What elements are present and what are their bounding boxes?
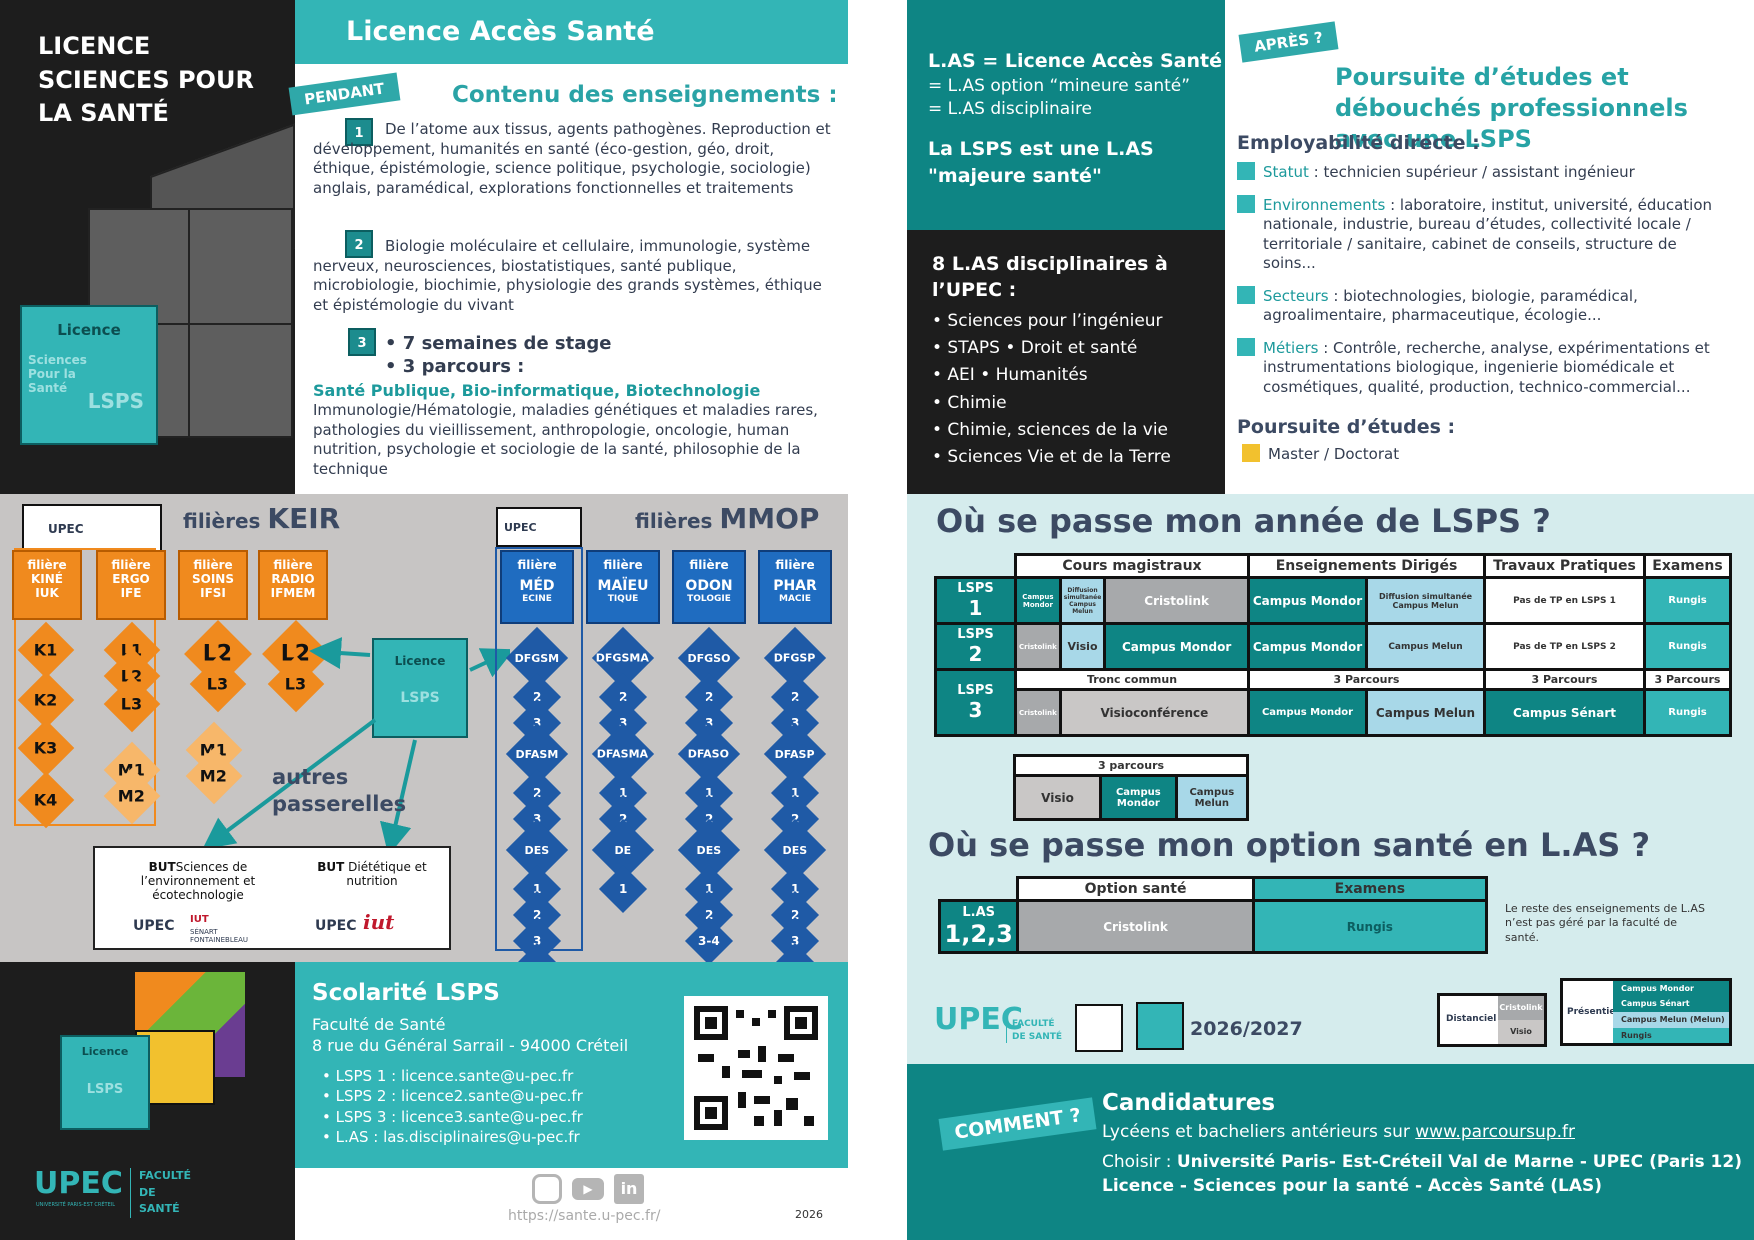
parcours-list: Santé Publique, Bio-informatique, Biotec…: [313, 381, 761, 400]
candidatures-line2: Choisir : Université Paris- Est-Créteil …: [1102, 1152, 1742, 1172]
scolarite-address: Faculté de Santé 8 rue du Général Sarrai…: [312, 1015, 629, 1055]
parcoursup-link[interactable]: www.parcoursup.fr: [1415, 1122, 1575, 1142]
upec-logo: UPEC: [315, 918, 357, 934]
disc-title: 8 L.AS disciplinaires à l’UPEC :: [932, 253, 1168, 301]
las-definition: L.AS = Licence Accès Santé = L.AS option…: [928, 50, 1222, 187]
scolarite-title: Scolarité LSPS: [312, 980, 500, 1006]
content-item-3: Immunologie/Hématologie, maladies généti…: [313, 401, 818, 478]
faculte-label: FACULTÉ DE SANTÉ: [130, 1168, 200, 1218]
academic-year: 2026/2027: [1190, 1018, 1303, 1040]
upec-logo: UPEC: [133, 918, 175, 934]
annee-title: Où se passe mon année de LSPS ?: [936, 502, 1551, 540]
poursuite-title: Poursuite d’études :: [1237, 416, 1456, 438]
keir-title: filières KEIR: [183, 502, 341, 535]
youtube-icon[interactable]: ▶: [572, 1178, 604, 1200]
banner: [295, 0, 848, 64]
content-item-3-bullets: • 7 semaines de stage • 3 parcours :: [385, 333, 612, 378]
site-url-link[interactable]: https://sante.u-pec.fr/: [508, 1208, 661, 1224]
number-cube-icon: 3: [348, 328, 376, 356]
poursuite-item: Master / Doctorat: [1242, 444, 1399, 465]
candidatures-line3: Licence - Sciences pour la santé - Accès…: [1102, 1176, 1603, 1196]
email-link[interactable]: • L.AS : las.disciplinaires@u-pec.fr: [322, 1127, 580, 1146]
las-disciplinaires-panel: [907, 230, 1225, 494]
lsps-cube-logo: Licence Sciences Pour la Santé LSPS: [20, 305, 158, 445]
footer-year: 2026: [795, 1208, 823, 1221]
iut-logo: IUT: [190, 914, 209, 925]
option-note: Le reste des enseignements de L.AS n’est…: [1505, 902, 1705, 944]
white-cube-icon: [1075, 1004, 1123, 1052]
upec-logo: UPEC: [34, 1166, 123, 1201]
email-link[interactable]: • LSPS 2 : licence2.sante@u-pec.fr: [322, 1087, 583, 1106]
legend-distanciel: Distanciel Cristolink Visio: [1437, 993, 1547, 1047]
number-cube-icon: 2: [345, 230, 373, 258]
upec-logo: UPEC: [934, 1002, 1023, 1037]
autres-passerelles: autres passerelles: [272, 765, 407, 817]
candidatures-title: Candidatures: [1102, 1090, 1276, 1116]
linkedin-icon[interactable]: in: [614, 1174, 644, 1204]
qr-code[interactable]: [684, 996, 828, 1140]
content-item-1: De l’atome aux tissus, agents pathogènes…: [313, 120, 831, 197]
lsps-center-cube: Licence LSPS: [372, 638, 468, 738]
candidatures-panel: [907, 1064, 1754, 1240]
but-box: BUTSciences de l’environnement et écotec…: [93, 846, 451, 950]
upec-logo: UPEC: [496, 507, 582, 547]
scolarite-emails: • LSPS 1 : licence.sante@u-pec.fr • LSPS…: [322, 1066, 583, 1147]
lsps-cube-logo: Licence LSPS: [60, 1035, 150, 1130]
page-title: LICENCE SCIENCES POUR LA SANTÉ: [38, 32, 254, 128]
employabilite-list: Statut : technicien supérieur / assistan…: [1237, 162, 1732, 397]
las-definition-panel: [907, 0, 1225, 230]
tag-apres: APRÈS ?: [1238, 21, 1339, 63]
instagram-icon[interactable]: [532, 1174, 562, 1204]
iut-logo: iut: [363, 910, 395, 934]
email-link[interactable]: • LSPS 3 : licence3.sante@u-pec.fr: [322, 1107, 583, 1126]
apres-title: Poursuite d’études et débouchés professi…: [1335, 63, 1688, 154]
lsps-cube-icon: [1136, 1002, 1184, 1050]
email-link[interactable]: • LSPS 1 : licence.sante@u-pec.fr: [322, 1067, 574, 1085]
mmop-title: filières MMOP: [635, 502, 820, 535]
faculte-label: FACULTÉ DE SANTÉ: [1006, 1018, 1066, 1044]
annee-table: Cours magistraux Enseignements Dirigés T…: [934, 553, 1732, 737]
number-cube-icon: 1: [345, 118, 373, 146]
option-title: Où se passe mon option santé en L.AS ?: [928, 826, 1651, 864]
disc-list: • Sciences pour l’ingénieur • STAPS • Dr…: [932, 311, 1171, 467]
upec-logo: UPEC: [22, 504, 162, 550]
legend-presentiel: Présentiel Campus Mondor (Créteil) Campu…: [1560, 978, 1732, 1046]
parcours-subtable: 3 parcours Visio Campus Mondor Campus Me…: [1013, 754, 1250, 821]
employabilite-title: Employabilité directe :: [1237, 132, 1480, 154]
content-item-2: Biologie moléculaire et cellulaire, immu…: [313, 237, 822, 314]
contenu-title: Contenu des enseignements :: [452, 82, 838, 108]
banner-title: Licence Accès Santé: [346, 16, 655, 47]
candidatures-line1: Lycéens et bacheliers antérieurs sur www…: [1102, 1122, 1575, 1142]
tag-pendant: PENDANT: [288, 72, 401, 116]
